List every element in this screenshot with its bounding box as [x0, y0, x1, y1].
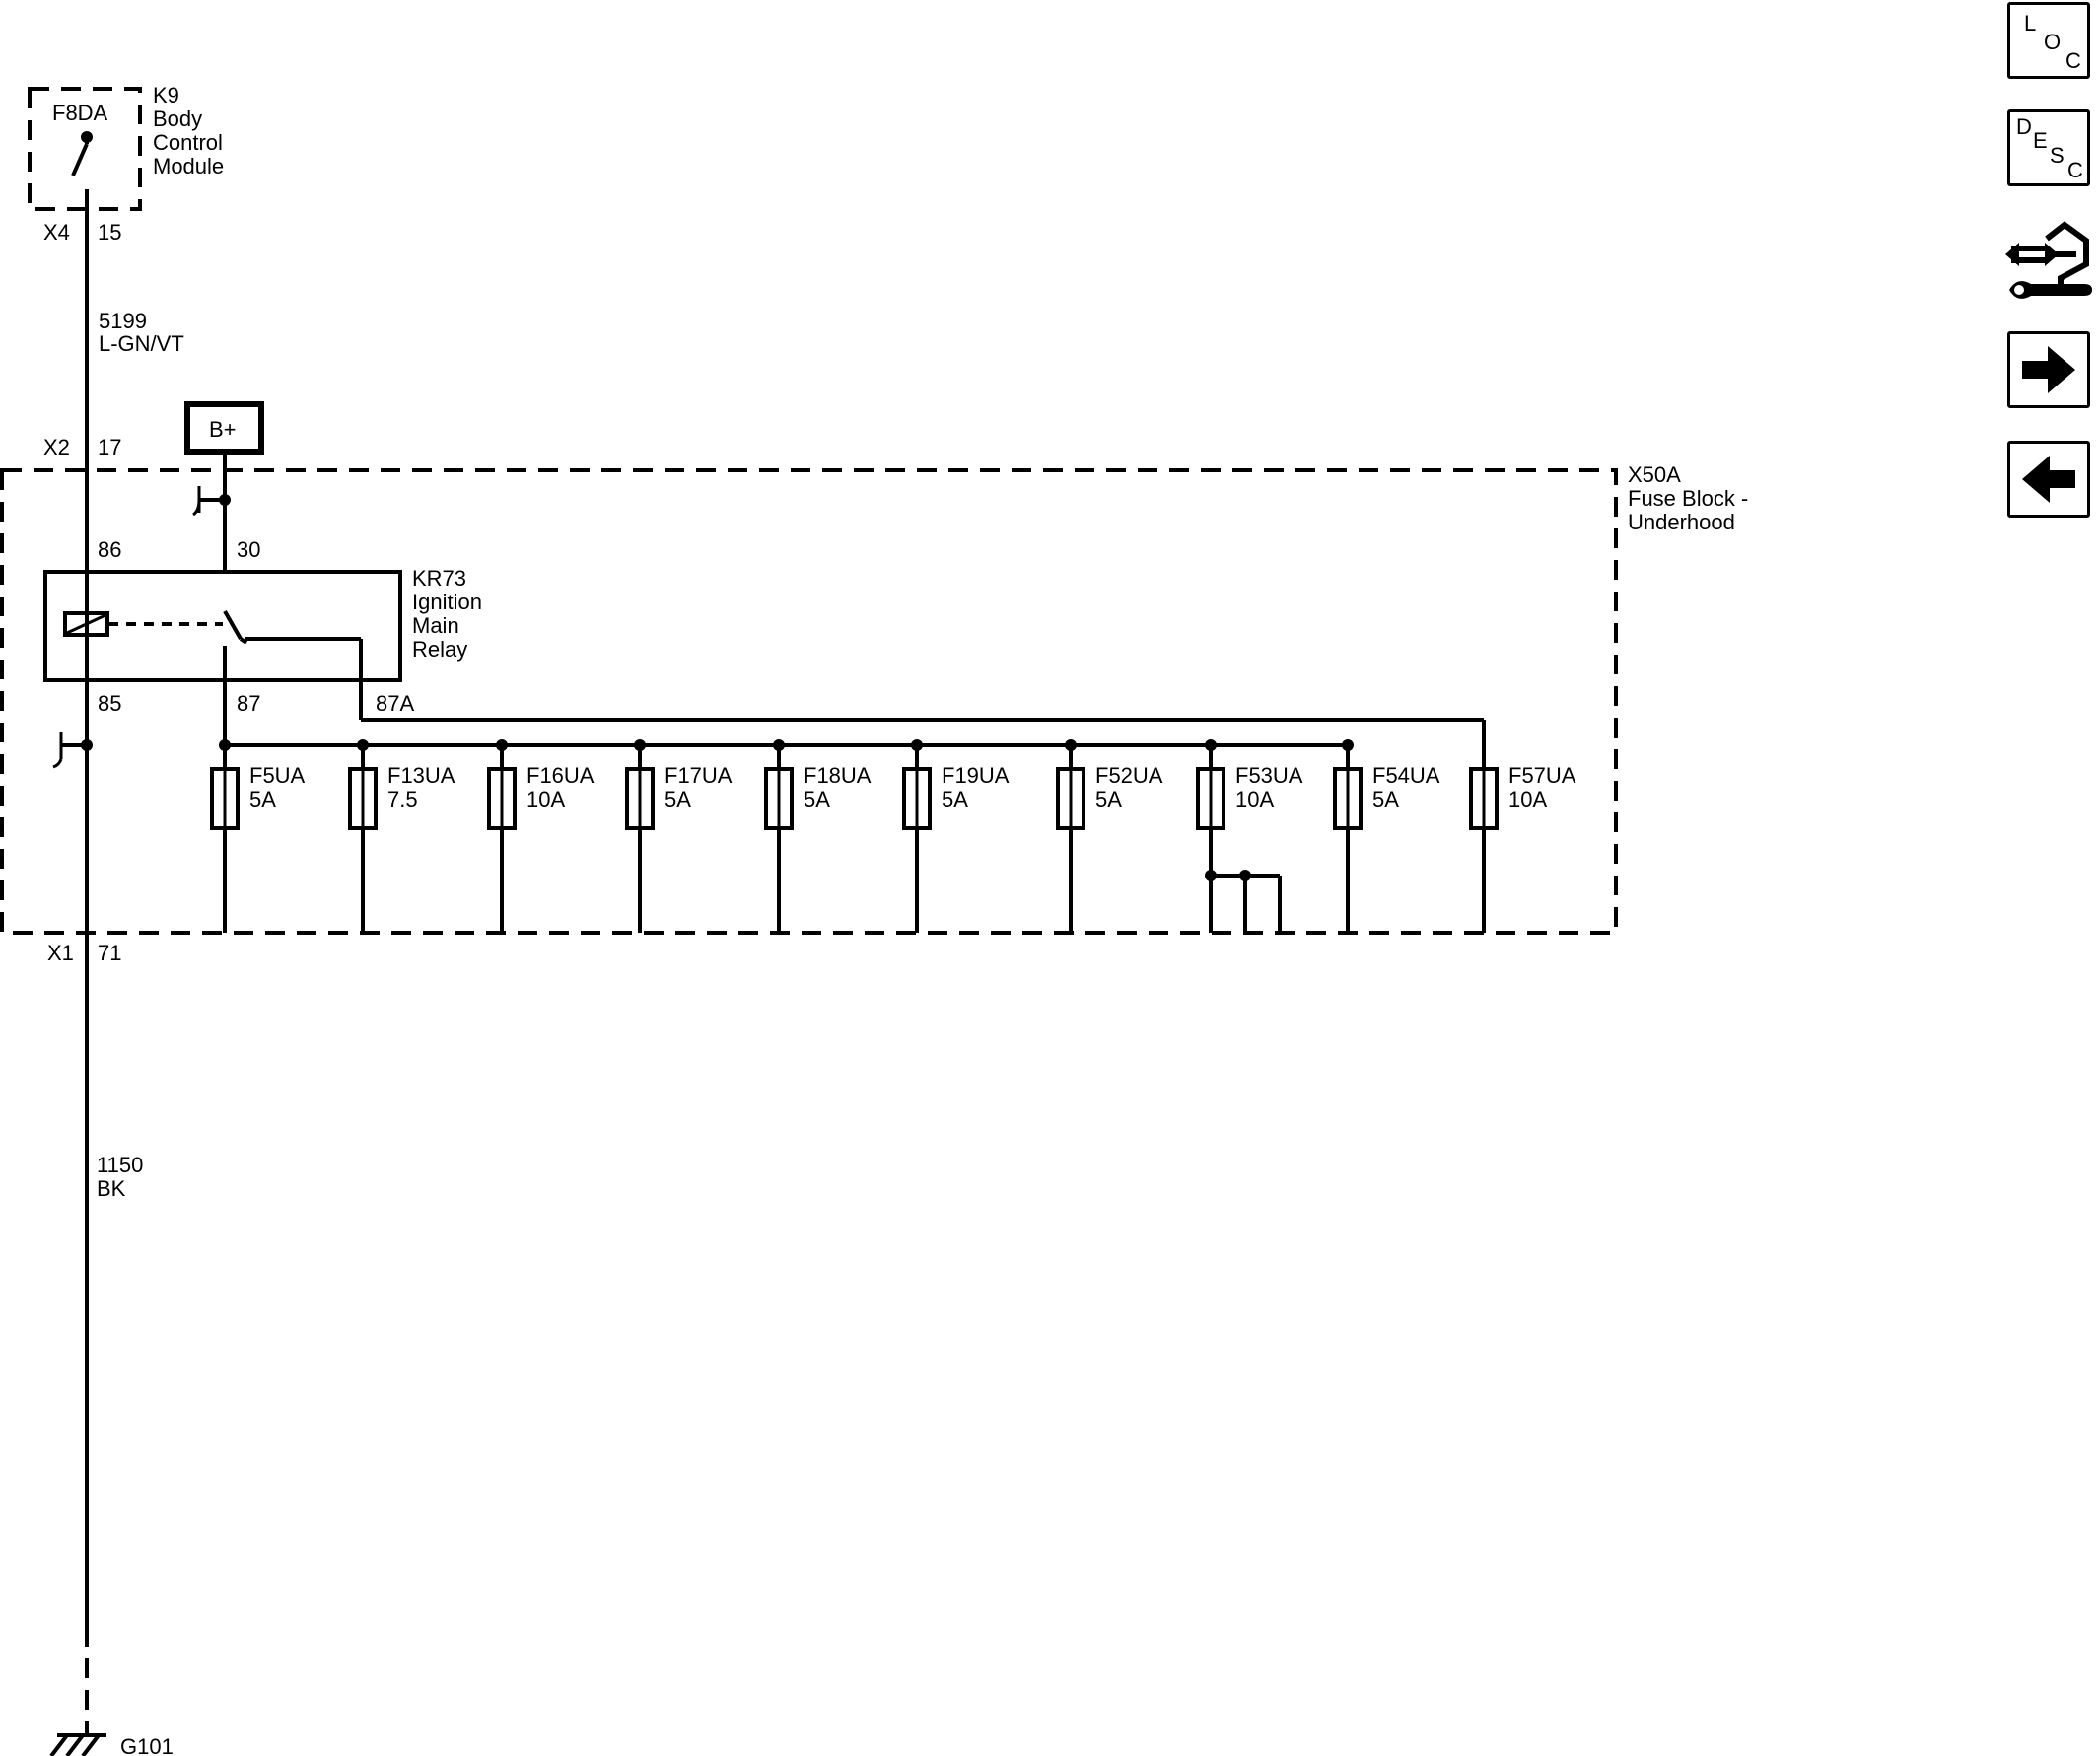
- connector-x1: X1: [47, 941, 74, 965]
- fuse-name: F17UA: [665, 763, 733, 788]
- wiring-schematic: F8DA K9 Body Control Module X4 15 5199 L…: [0, 83, 1748, 1756]
- battery-source: B+: [184, 401, 264, 470]
- fuse-rating: 10A: [526, 787, 565, 811]
- relay-pin-86: 86: [98, 537, 121, 562]
- fuse-block-name-line: Underhood: [1628, 510, 1735, 534]
- fuse-rating: 5A: [1372, 787, 1399, 811]
- fuse-name: F13UA: [387, 763, 455, 788]
- relay-coil: [63, 611, 109, 637]
- ground-label: G101: [120, 1734, 174, 1756]
- fuse-name: F52UA: [1095, 763, 1163, 788]
- pin-71: 71: [98, 941, 121, 965]
- module-name-line: Module: [153, 154, 224, 178]
- fuse-rating: 7.5: [387, 787, 418, 811]
- desc-letter: S: [2050, 143, 2065, 168]
- ignition-main-relay: 86 30 KR73 Ignition Main Relay 85 87 87A: [43, 537, 482, 749]
- connector-tool-icon[interactable]: [2005, 215, 2094, 306]
- desc-letter: E: [2033, 128, 2048, 153]
- fuse-rating: 10A: [1235, 787, 1274, 811]
- relay-pin-30: 30: [237, 537, 260, 562]
- fuse-rating: 5A: [249, 787, 276, 811]
- fuse-block-outline: [0, 468, 1618, 935]
- desc-letter: D: [2016, 114, 2032, 139]
- pin-15: 15: [98, 220, 121, 245]
- fuse-name: F19UA: [942, 763, 1010, 788]
- connector-x4: X4: [43, 220, 70, 245]
- ground-symbol: G101: [49, 1733, 174, 1756]
- module-id: K9: [153, 83, 179, 107]
- relay-pin-87: 87: [237, 691, 260, 716]
- battery-label: B+: [209, 417, 237, 442]
- wire-circuit-1150: 1150: [97, 1153, 143, 1177]
- location-button[interactable]: L O C: [2007, 2, 2090, 79]
- fuse-name: F5UA: [249, 763, 306, 788]
- fuse-rating: 5A: [665, 787, 691, 811]
- wire-color-bk: BK: [97, 1176, 126, 1201]
- fuse-block-id: X50A: [1628, 462, 1681, 487]
- fuse-name: F18UA: [804, 763, 872, 788]
- wire-circuit-5199: 5199: [99, 309, 147, 333]
- fuse-rating: 5A: [804, 787, 830, 811]
- fuse-rating: 10A: [1508, 787, 1547, 811]
- module-name-line: Body: [153, 106, 202, 131]
- module-fuse-label: F8DA: [52, 101, 108, 125]
- arrow-left-icon: [2022, 456, 2075, 503]
- loc-letter: C: [2065, 48, 2081, 73]
- fuse-name: F54UA: [1372, 763, 1440, 788]
- fuse-block-name-line: Fuse Block -: [1628, 486, 1748, 511]
- fuse-name: F57UA: [1508, 763, 1576, 788]
- loc-letter: O: [2044, 30, 2062, 54]
- next-button[interactable]: [2007, 331, 2090, 408]
- desc-letter: C: [2067, 158, 2083, 182]
- relay-name-line: Ignition: [412, 590, 482, 614]
- body-control-module: F8DA K9 Body Control Module X4 15: [28, 83, 224, 245]
- fuse-name: F16UA: [526, 763, 595, 788]
- module-switch-blade: [71, 143, 89, 176]
- fuse-rating: 5A: [1095, 787, 1122, 811]
- relay-id: KR73: [412, 566, 466, 591]
- fuse-name: F53UA: [1235, 763, 1303, 788]
- relay-pin-87a: 87A: [376, 691, 414, 716]
- loc-letter: L: [2024, 11, 2037, 35]
- relay-name-line: Main: [412, 613, 459, 638]
- connector-x2: X2: [43, 435, 70, 459]
- fuse-rating: 5A: [942, 787, 968, 811]
- module-name-line: Control: [153, 130, 223, 155]
- previous-button[interactable]: [2007, 441, 2090, 518]
- arrow-right-icon: [2022, 346, 2075, 393]
- description-button[interactable]: D E S C: [2007, 109, 2090, 186]
- relay-switch-contact: [223, 610, 243, 640]
- wire-color-lgn-vt: L-GN/VT: [99, 331, 184, 356]
- pin-17: 17: [98, 435, 121, 459]
- relay-name-line: Relay: [412, 637, 467, 662]
- relay-pin-85: 85: [98, 691, 121, 716]
